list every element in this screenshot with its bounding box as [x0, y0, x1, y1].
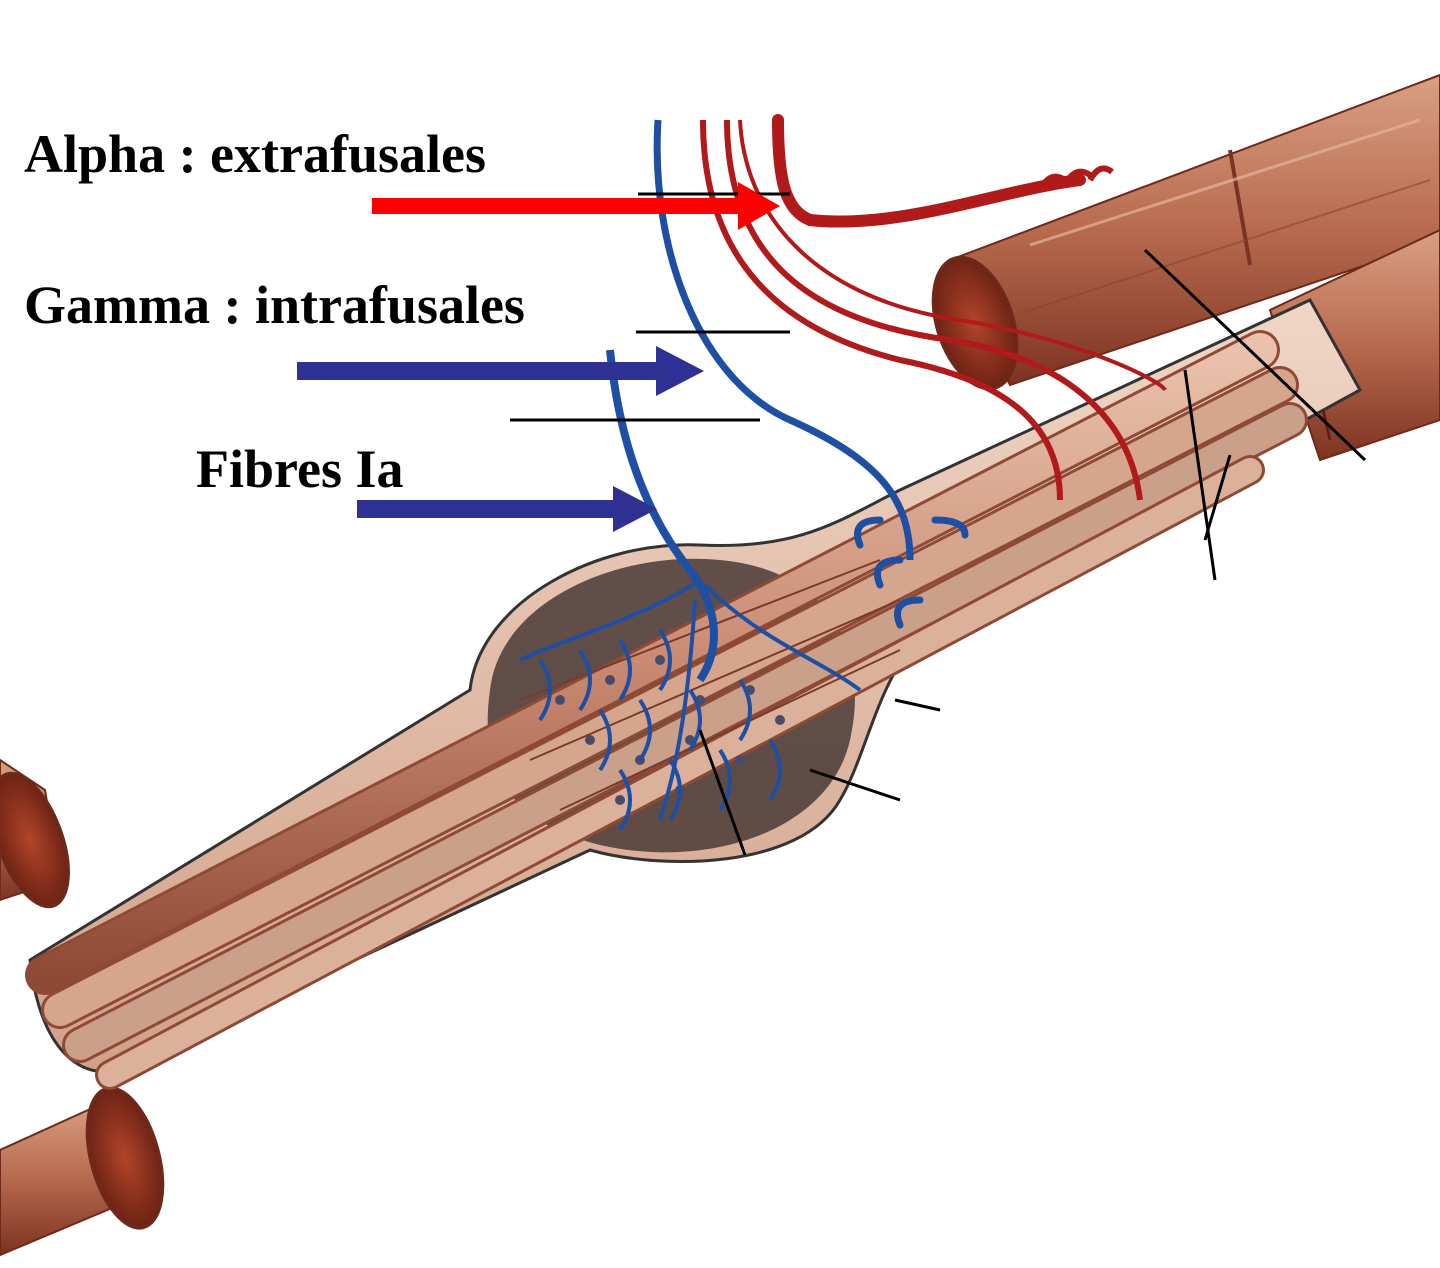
- gamma-label: Gamma : intrafusales: [24, 278, 525, 332]
- gamma-arrow: [297, 346, 704, 396]
- fibres-ia-label: Fibres Ia: [196, 442, 404, 496]
- alpha-label: Alpha : extrafusales: [24, 127, 486, 181]
